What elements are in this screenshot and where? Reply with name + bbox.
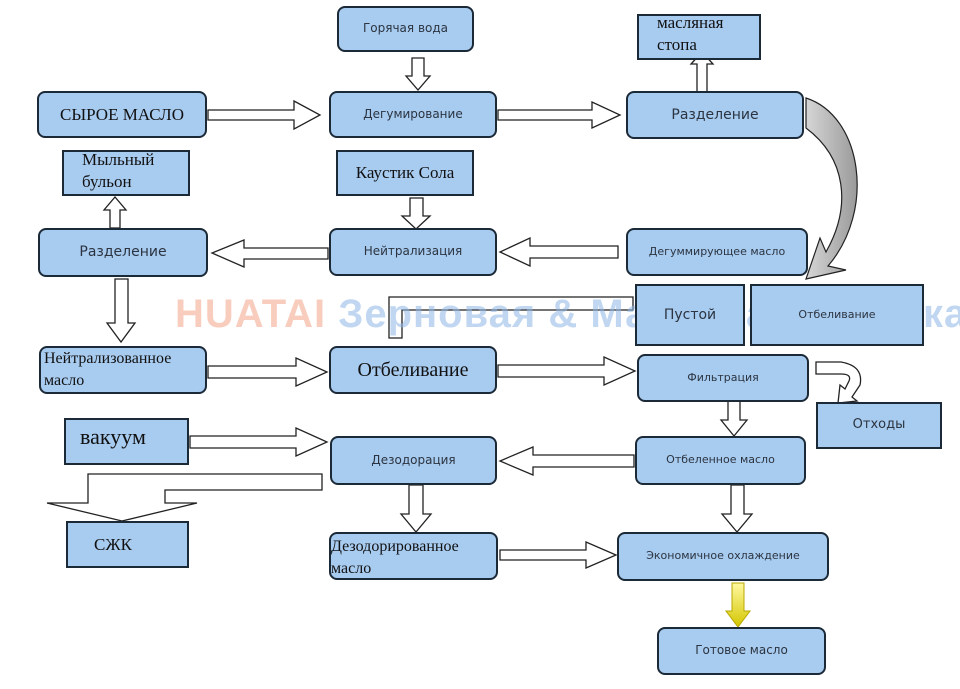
arrow-separation-soapstock bbox=[102, 195, 128, 229]
node-finished-oil: Готовое масло bbox=[657, 627, 826, 675]
node-degummed-oil: Дегуммирующее масло bbox=[626, 228, 808, 276]
arrow-empty-bleaching bbox=[388, 296, 634, 339]
node-degumming: Дегумирование bbox=[329, 91, 497, 138]
node-oil-foot: масляная стопа bbox=[637, 13, 761, 60]
node-soapstock: Мыльный бульон bbox=[62, 150, 190, 196]
node-separation-left: Разделение bbox=[38, 228, 208, 277]
node-caustic-soda: Каустик Сола bbox=[336, 150, 474, 196]
node-waste: Отходы bbox=[816, 402, 942, 449]
arrow-separation-degummed-curve bbox=[805, 97, 858, 280]
arrow-degummed-neutralization bbox=[498, 236, 619, 268]
arrow-filtration-waste bbox=[815, 361, 862, 404]
node-deodorized-oil: Дезодорированное масло bbox=[329, 532, 498, 580]
node-hot-water: Горячая вода bbox=[337, 6, 474, 52]
arrow-crude-degumming bbox=[207, 99, 322, 131]
node-deodorization: Дезодорация bbox=[330, 436, 497, 485]
arrow-hotwater-degumming bbox=[404, 57, 432, 91]
arrow-bleached-cooling bbox=[720, 484, 754, 534]
node-bleached-oil: Отбеленное масло bbox=[635, 436, 806, 485]
arrow-bleached-deodorization bbox=[498, 446, 635, 476]
node-empty: Пустой bbox=[635, 284, 745, 346]
node-bleaching: Отбеливание bbox=[329, 346, 497, 394]
node-economic-cooling: Экономичное охлаждение bbox=[617, 532, 829, 581]
arrow-caustic-neutralization bbox=[400, 197, 432, 230]
arrow-deodorization-ffa bbox=[46, 473, 323, 522]
arrow-degumming-separation bbox=[497, 100, 622, 130]
arrow-neutralized-bleaching bbox=[207, 356, 329, 388]
node-neutralized-oil: Нейтрализованное масло bbox=[39, 346, 207, 394]
node-neutralization: Нейтрализация bbox=[329, 228, 497, 276]
arrow-cooling-finished bbox=[725, 582, 751, 628]
node-vacuum: вакуум bbox=[64, 418, 189, 465]
node-ffa: СЖК bbox=[66, 521, 189, 568]
arrow-vacuum-deodorization bbox=[189, 426, 329, 458]
arrow-separation-neutralized bbox=[105, 278, 137, 344]
arrow-bleaching-filtration bbox=[497, 355, 637, 387]
node-separation-top: Разделение bbox=[626, 91, 804, 139]
node-bleaching-small: Отбеливание bbox=[750, 284, 924, 346]
arrow-neutralization-separation bbox=[210, 239, 329, 268]
arrow-deodorization-deodorized bbox=[399, 484, 433, 534]
node-crude-oil: СЫРОЕ МАСЛО bbox=[37, 91, 207, 138]
node-filtration: Фильтрация bbox=[637, 354, 809, 402]
arrow-deodorized-cooling bbox=[499, 541, 618, 569]
